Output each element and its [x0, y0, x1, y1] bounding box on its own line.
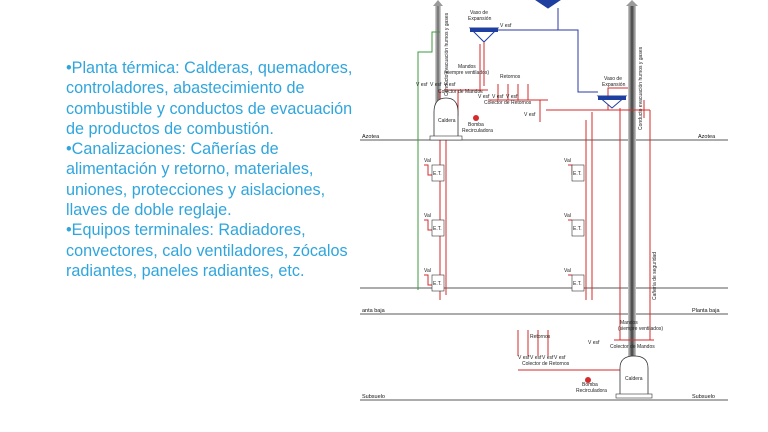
right-bomba-label-1: Bomba — [582, 382, 598, 388]
left-et-2 — [431, 219, 445, 237]
azotea-label-left: Azotea — [362, 134, 380, 140]
left-colector-mandos: Colector de Mandos — [438, 89, 483, 95]
left-supply-network — [439, 42, 628, 300]
right-expansion-tank: Vaso de Expansión — [596, 76, 628, 109]
right-supply-network — [517, 100, 654, 371]
right-vesf-r3: V esf — [542, 355, 554, 361]
right-et-1 — [571, 164, 585, 182]
left-mandos-label-2: (siempre ventilados) — [444, 70, 489, 76]
right-et-3 — [571, 274, 585, 292]
bullet-equipos-terminales: •Equipos terminales: Radiadores, convect… — [66, 221, 348, 280]
right-chimney-label: Conducto evacuación humos y gases — [638, 46, 644, 130]
left-caldera-label: Caldera — [438, 118, 456, 124]
right-retornos-label: Retornos — [530, 334, 551, 340]
planta-baja-label-right: Planta baja — [692, 308, 720, 314]
left-vaso-label-1: Vaso de — [470, 10, 488, 16]
left-vesf-3: V esf — [444, 82, 456, 88]
left-vesf-r3: V esf — [506, 94, 518, 100]
left-colector-retornos: Colector de Retornos — [484, 100, 532, 106]
left-green-pipe — [417, 31, 440, 290]
left-chimney-label: Conducto evacuación humos y gases — [444, 12, 450, 96]
left-et-3 — [431, 274, 445, 292]
left-mandos-label-1: Mandos — [458, 64, 476, 70]
bullet-list: •Planta térmica: Calderas, quemadores, c… — [66, 58, 356, 281]
right-mandos-label-2: (siempre ventilados) — [618, 326, 663, 332]
left-vesf-r1: V esf — [478, 94, 490, 100]
right-val-2: Val — [564, 213, 571, 219]
left-chimney: Conducto evacuación humos y gases — [433, 0, 450, 106]
right-colector-retornos: Colector de Retornos — [522, 361, 570, 367]
right-val-3: Val — [564, 268, 571, 274]
right-et-2 — [571, 219, 585, 237]
top-triangle-icon — [535, 0, 561, 9]
right-pump: Bomba Recirculadora — [576, 377, 607, 394]
right-et-label-1: E.T. — [573, 171, 582, 177]
left-et-label-3: E.T. — [433, 281, 442, 287]
right-val-1: Val — [564, 158, 571, 164]
left-et-1 — [431, 164, 445, 182]
right-seguridad-label: Cañería de seguridad — [652, 252, 658, 300]
left-et-label-1: E.T. — [433, 171, 442, 177]
left-terminal-units: Val E.T. Val E.T. Val E.T. — [424, 158, 445, 292]
right-terminal-units: Val E.T. Val E.T. Val E.T. — [564, 158, 585, 292]
azotea-label-right: Azotea — [698, 134, 716, 140]
left-vesf-2: V esf — [430, 82, 442, 88]
right-caldera-label: Caldera — [625, 376, 643, 382]
left-vaso-vesf: V esf — [500, 23, 512, 29]
bullet-canalizaciones: •Canalizaciones: Cañerías de alimentació… — [66, 140, 326, 220]
right-vesf-r1: V esf — [518, 355, 530, 361]
left-vaso-label-2: Expansión — [468, 16, 492, 22]
left-expansion-tank: Vaso de Expansión V esf — [468, 10, 512, 43]
right-vaso-label-2: Expansión — [602, 82, 626, 88]
right-chimney: Conducto evacuación humos y gases — [626, 0, 644, 392]
left-et-label-2: E.T. — [433, 226, 442, 232]
left-val-1: Val — [424, 158, 431, 164]
left-val-2: Val — [424, 213, 431, 219]
level-lines — [360, 139, 728, 401]
left-vesf-1: V esf — [416, 82, 428, 88]
left-bomba-label-2: Recirculadora — [462, 128, 493, 134]
right-vesf-main: V esf — [588, 340, 600, 346]
left-bomba-label-1: Bomba — [468, 122, 484, 128]
left-boiler: Caldera — [429, 97, 463, 141]
bullet-planta-termica: •Planta térmica: Calderas, quemadores, c… — [66, 59, 353, 138]
right-vesf-r2: V esf — [530, 355, 542, 361]
left-vesf-r4: V esf — [524, 112, 536, 118]
right-colector-mandos: Colector de Mandos — [610, 344, 655, 350]
right-bomba-label-2: Recirculadora — [576, 388, 607, 394]
right-et-label-3: E.T. — [573, 281, 582, 287]
right-return-blue-line — [558, 29, 598, 93]
right-et-label-2: E.T. — [573, 226, 582, 232]
left-pump: Bomba Recirculadora — [462, 115, 493, 134]
subsuelo-label-left: Subsuelo — [362, 394, 385, 400]
right-vesf-r4: V esf — [554, 355, 566, 361]
left-vesf-r2: V esf — [492, 94, 504, 100]
heating-system-diagram: Azotea Azotea anta baja Planta baja Subs… — [360, 0, 728, 401]
right-boiler: Caldera — [615, 355, 653, 399]
right-mandos-label-1: Mandos — [620, 320, 638, 326]
left-retornos-label: Retornos — [500, 74, 521, 80]
right-vaso-label-1: Vaso de — [604, 76, 622, 82]
subsuelo-label-right: Subsuelo — [692, 394, 715, 400]
left-val-3: Val — [424, 268, 431, 274]
planta-baja-label-left: anta baja — [362, 308, 386, 314]
